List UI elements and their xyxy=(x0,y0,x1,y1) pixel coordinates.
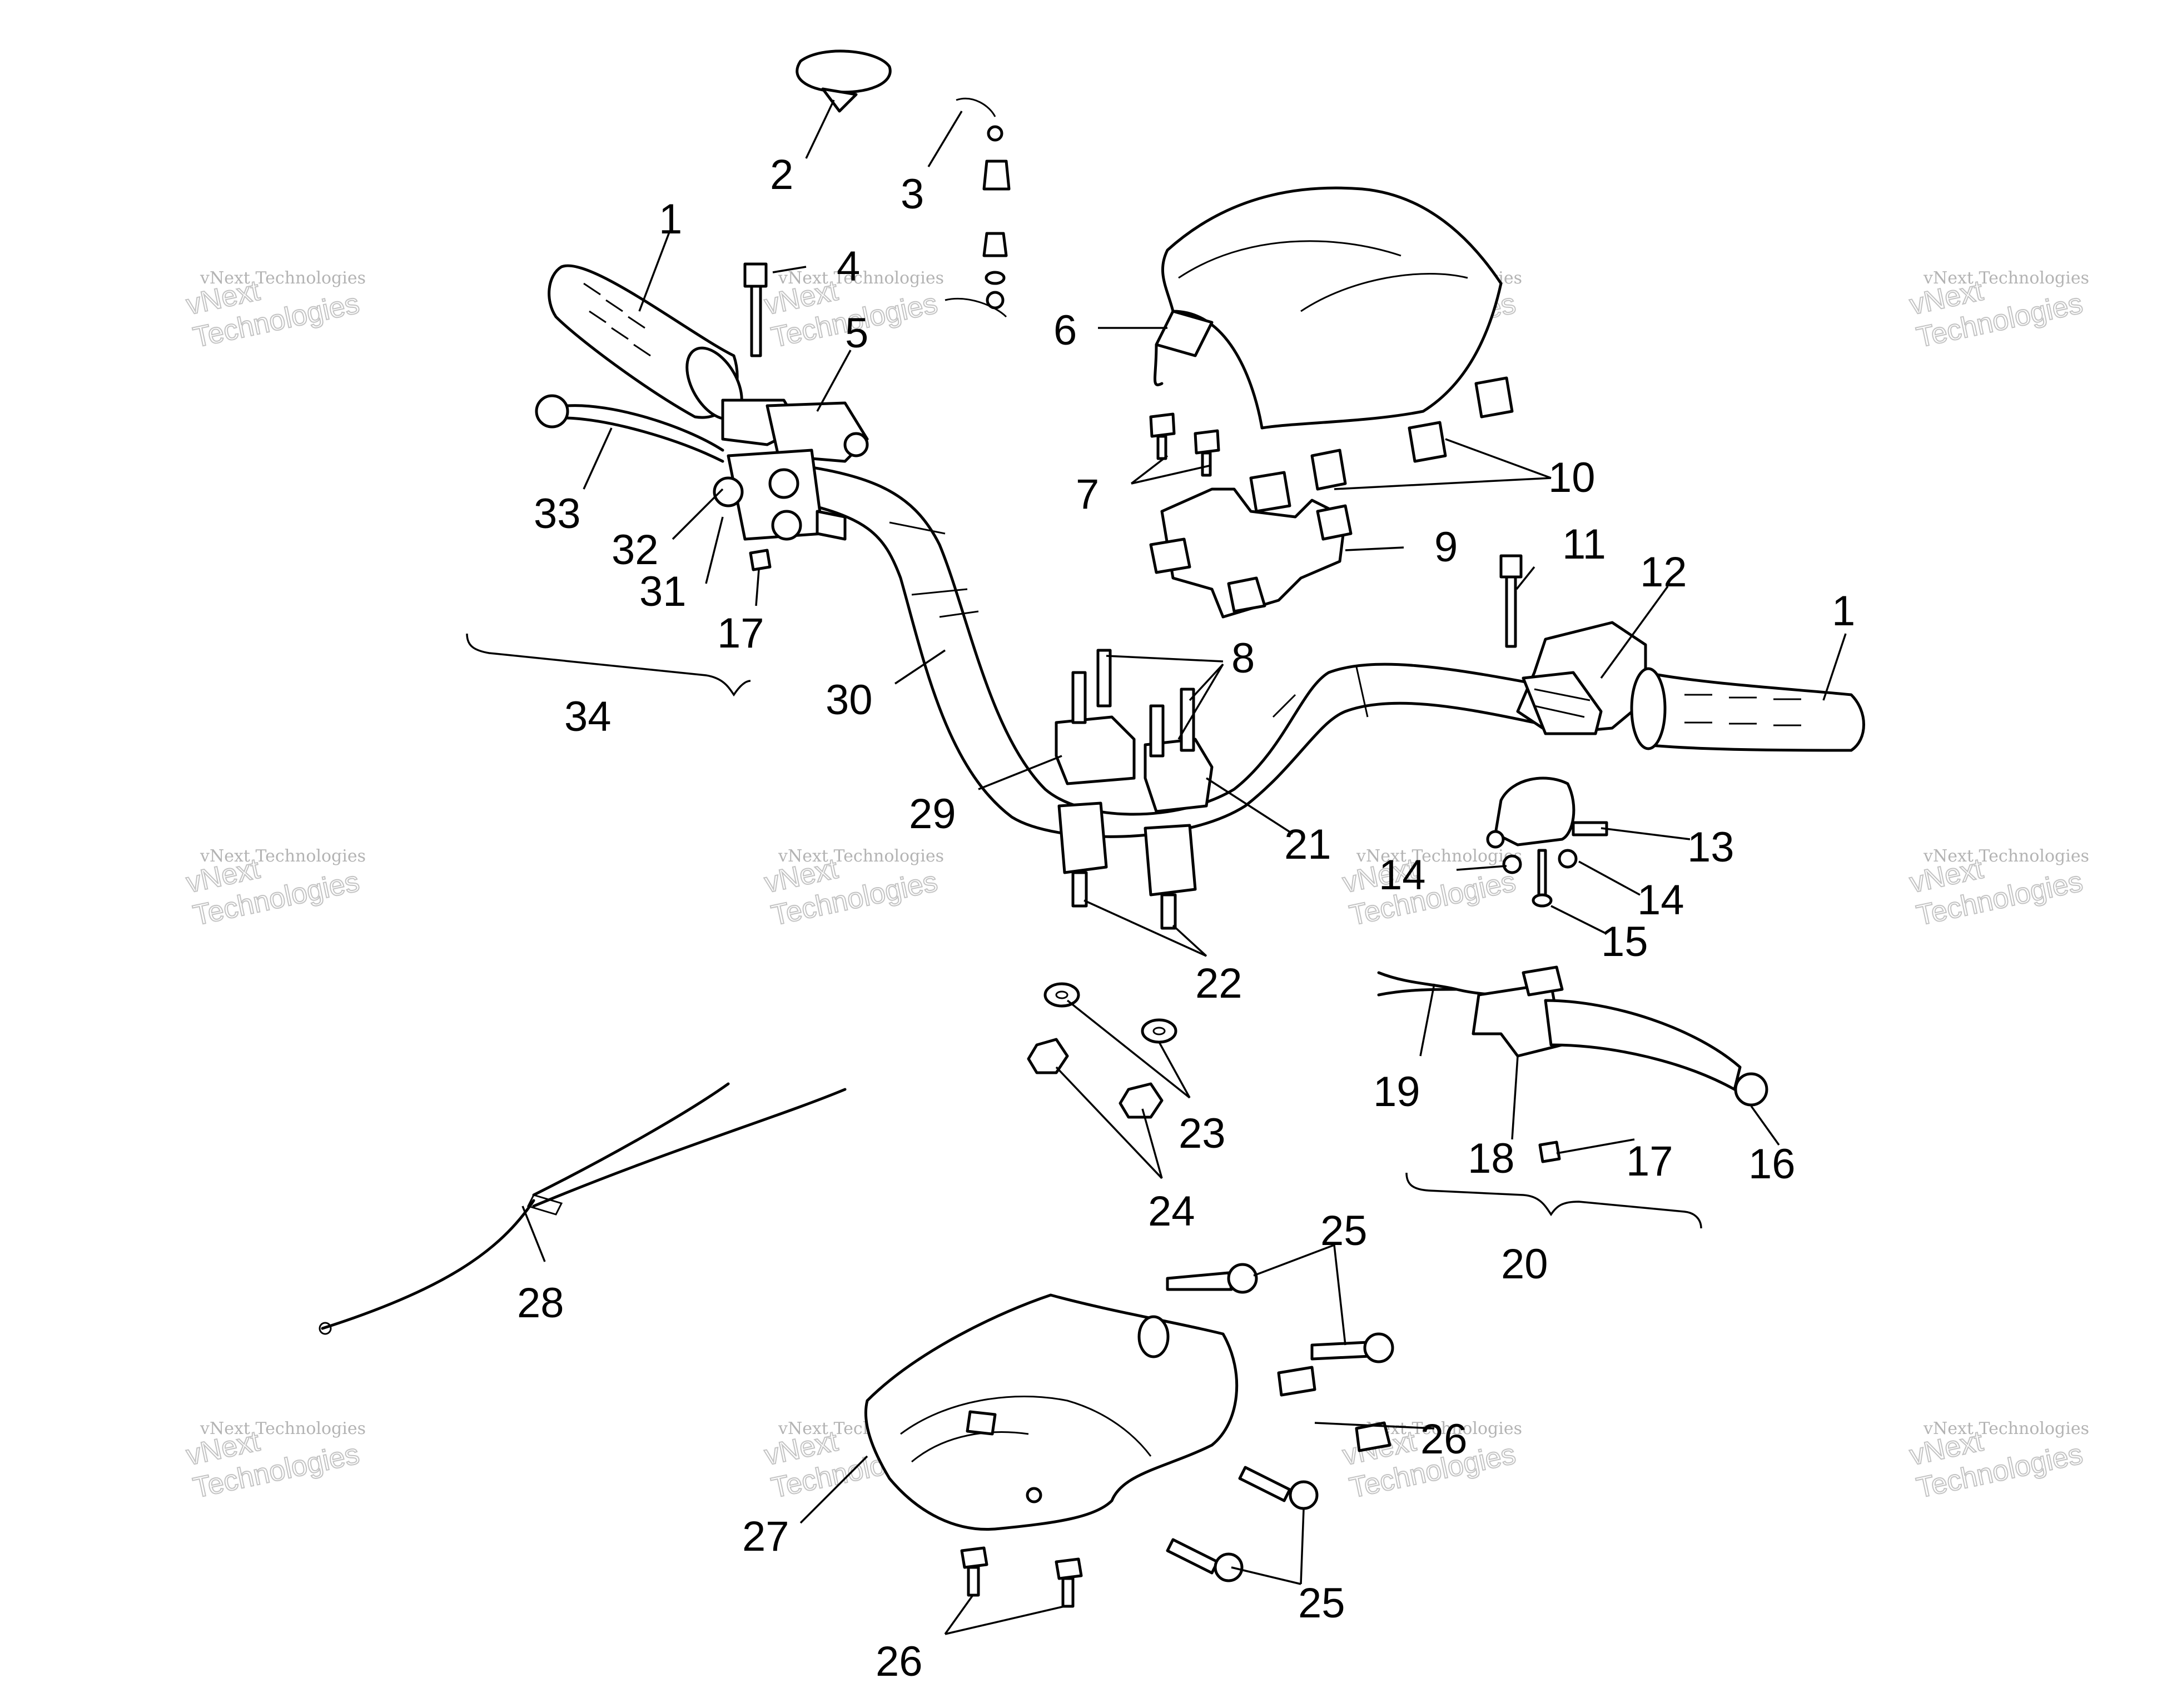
callout-6: 6 xyxy=(1053,307,1077,354)
washers-23-24 xyxy=(1027,982,1177,1119)
callout-2: 2 xyxy=(770,151,793,198)
watermark: vNext Technologies vNext Technologies xyxy=(183,268,366,355)
handlebar-cover-27 xyxy=(864,1293,1239,1531)
left-control-housing xyxy=(713,399,869,541)
watermark: vNext Technologies vNext Technologies xyxy=(1906,846,2089,933)
callout-1-right: 1 xyxy=(1832,587,1855,635)
leader-lines xyxy=(521,99,1847,1635)
callout-14-right: 14 xyxy=(1637,877,1684,924)
callout-29: 29 xyxy=(909,790,956,838)
screws-14-15 xyxy=(1502,849,1578,908)
callout-9: 9 xyxy=(1434,524,1458,571)
cable-28 xyxy=(319,1082,847,1335)
bolt-11 xyxy=(1499,554,1523,648)
nut-17-left xyxy=(749,549,772,571)
svg-text:vNext Technologies: vNext Technologies xyxy=(1356,846,1522,866)
svg-text:vNext Technologies: vNext Technologies xyxy=(1923,846,2089,866)
callout-22: 22 xyxy=(1195,960,1242,1007)
callout-31: 31 xyxy=(639,568,687,615)
risers-22 xyxy=(1057,801,1197,930)
watermark: vNext Technologies vNext Technologies xyxy=(183,1419,366,1505)
callout-10: 10 xyxy=(1548,454,1596,501)
callout-19: 19 xyxy=(1373,1068,1420,1116)
watermark: vNext Technologies vNext Technologies xyxy=(183,846,366,933)
callout-26-bottom: 26 xyxy=(876,1638,923,1685)
group-brace-34 xyxy=(466,633,751,697)
switch-plate-13 xyxy=(1486,776,1608,849)
group-brace-20 xyxy=(1405,1172,1702,1229)
callout-33: 33 xyxy=(534,490,581,537)
callout-24: 24 xyxy=(1148,1188,1195,1235)
watermark: vNext Technologies vNext Technologies xyxy=(1906,1419,2089,1505)
bolt-4 xyxy=(743,262,768,357)
svg-text:vNext Technologies: vNext Technologies xyxy=(778,268,944,288)
callout-30: 30 xyxy=(826,676,873,724)
callout-34: 34 xyxy=(564,693,612,740)
clips-10 xyxy=(1310,376,1514,491)
cap-2 xyxy=(796,49,892,113)
callout-14-left: 14 xyxy=(1379,851,1426,899)
svg-text:vNext Technologies: vNext Technologies xyxy=(200,268,366,288)
callout-12: 12 xyxy=(1640,549,1687,596)
svg-text:vNext Technologies: vNext Technologies xyxy=(200,846,366,866)
svg-text:vNext Technologies: vNext Technologies xyxy=(1923,1419,2089,1438)
callout-5: 5 xyxy=(845,310,868,357)
callout-11: 11 xyxy=(1562,521,1606,568)
svg-text:vNext Technologies: vNext Technologies xyxy=(1923,268,2089,288)
callout-4: 4 xyxy=(837,243,860,290)
callout-7: 7 xyxy=(1076,471,1099,518)
upper-clamps xyxy=(1055,649,1214,813)
callout-3: 3 xyxy=(901,171,924,218)
throttle-housing-12 xyxy=(1516,621,1647,735)
callout-1-left: 1 xyxy=(659,196,682,243)
callout-25-bottom: 25 xyxy=(1298,1580,1345,1627)
callout-21: 21 xyxy=(1284,821,1331,868)
bracket-9 xyxy=(1149,471,1353,619)
callout-23: 23 xyxy=(1179,1110,1226,1157)
right-grip xyxy=(1630,667,1865,752)
svg-text:vNext Technologies: vNext Technologies xyxy=(778,846,944,866)
callout-17-right: 17 xyxy=(1626,1138,1673,1185)
callout-20: 20 xyxy=(1501,1241,1548,1288)
callout-16: 16 xyxy=(1748,1141,1796,1188)
screws-25-26 xyxy=(960,1263,1394,1608)
switch-3 xyxy=(945,97,1011,318)
bolts-7 xyxy=(1149,412,1220,477)
left-lever xyxy=(535,394,724,463)
callout-25-top: 25 xyxy=(1320,1207,1368,1254)
svg-text:vNext Technologies: vNext Technologies xyxy=(200,1419,366,1438)
right-lever-assembly xyxy=(1377,965,1768,1163)
callout-15: 15 xyxy=(1601,918,1648,965)
callout-28: 28 xyxy=(517,1279,564,1327)
callout-17-left: 17 xyxy=(717,610,764,657)
callout-13: 13 xyxy=(1687,824,1734,871)
callout-32: 32 xyxy=(612,526,659,574)
headlight-cover-6 xyxy=(1154,186,1503,430)
watermark: vNext Technologies vNext Technologies xyxy=(1339,846,1522,933)
callout-18: 18 xyxy=(1468,1135,1515,1182)
callout-26-right: 26 xyxy=(1420,1416,1468,1463)
watermark: vNext Technologies vNext Technologies xyxy=(761,846,944,933)
callout-8: 8 xyxy=(1231,635,1255,682)
callout-27: 27 xyxy=(742,1513,789,1560)
callouts: 1 2 3 4 5 6 7 8 9 10 11 12 1 13 14 14 15… xyxy=(517,151,1855,1685)
watermark: vNext Technologies vNext Technologies xyxy=(1906,268,2089,355)
